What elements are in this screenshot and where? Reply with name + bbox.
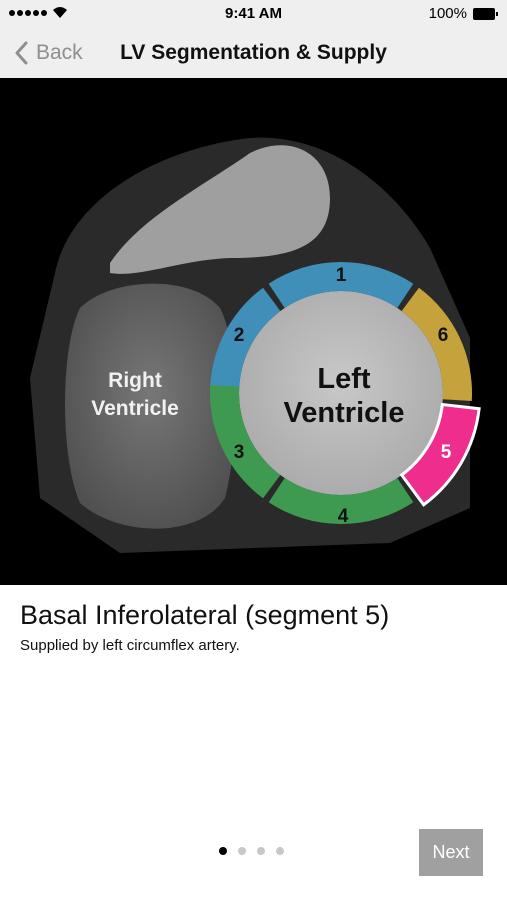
- page-dot-3[interactable]: [257, 847, 265, 855]
- segment-4-label: 4: [338, 506, 349, 527]
- right-ventricle-label: Right: [108, 369, 162, 392]
- back-button[interactable]: Back: [14, 38, 83, 68]
- left-ventricle: [239, 291, 443, 495]
- ct-heart-diagram: 1 2 3 4 5 6 Right Ventricle Left Ventricle: [0, 78, 507, 585]
- wifi-icon: [53, 7, 67, 18]
- segment-2[interactable]: [210, 287, 281, 401]
- aorta-region: [110, 145, 330, 274]
- page-indicator[interactable]: [219, 847, 284, 855]
- segment-1-label: 1: [336, 265, 347, 286]
- signal-dots-icon: [9, 10, 47, 16]
- navigation-bar: Back LV Segmentation & Supply: [0, 28, 507, 78]
- segment-5-label: 5: [441, 442, 452, 463]
- page-dot-4[interactable]: [276, 847, 284, 855]
- segment-4[interactable]: [268, 478, 414, 524]
- segment-3-label: 3: [234, 442, 245, 463]
- status-bar: 9:41 AM 100%: [0, 0, 507, 28]
- segment-supply-text: Supplied by left circumflex artery.: [20, 637, 240, 654]
- left-ventricle-label-line2: Ventricle: [284, 397, 405, 429]
- segment-6-label: 6: [438, 325, 449, 346]
- right-ventricle: [65, 283, 236, 529]
- page-title: LV Segmentation & Supply: [120, 41, 387, 64]
- page-dot-2[interactable]: [238, 847, 246, 855]
- segment-3[interactable]: [210, 385, 281, 499]
- next-button[interactable]: Next: [419, 829, 483, 876]
- segment-2-label: 2: [234, 325, 245, 346]
- segment-ring: 1 2 3 4 5 6: [210, 262, 481, 527]
- battery-icon: [473, 8, 499, 20]
- right-ventricle-label-line2: Ventricle: [91, 397, 179, 420]
- back-label: Back: [36, 41, 83, 64]
- status-time: 9:41 AM: [225, 5, 282, 22]
- segment-5[interactable]: [399, 402, 481, 507]
- left-ventricle-label: Left: [317, 363, 371, 395]
- chevron-left-icon: [15, 41, 28, 65]
- page-dot-1[interactable]: [219, 847, 227, 855]
- segment-6[interactable]: [401, 287, 472, 401]
- segment-1[interactable]: [268, 262, 414, 308]
- segment-title: Basal Inferolateral (segment 5): [20, 600, 390, 630]
- battery-percent: 100%: [428, 5, 467, 22]
